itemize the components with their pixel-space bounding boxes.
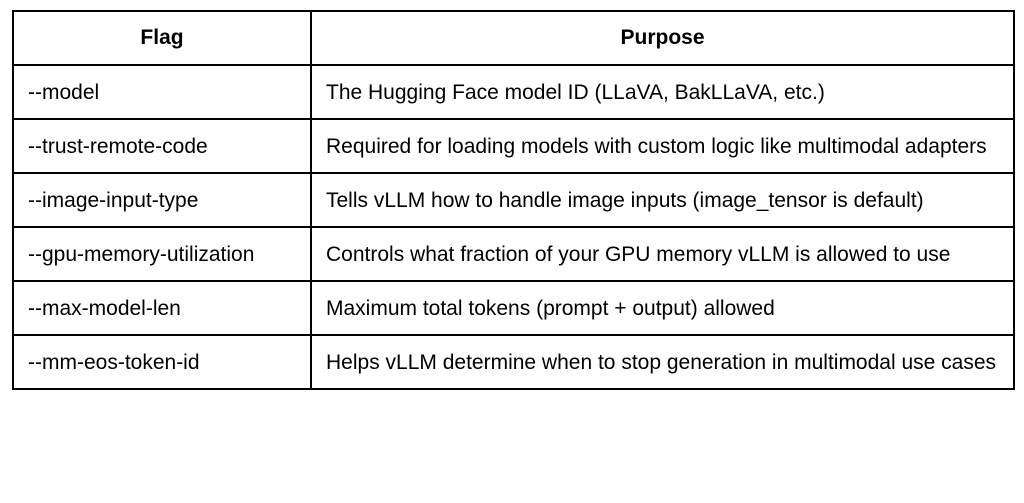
- table-row: --image-input-type Tells vLLM how to han…: [12, 172, 1015, 228]
- purpose-cell: Controls what fraction of your GPU memor…: [310, 226, 1015, 282]
- flag-cell: --model: [12, 64, 312, 120]
- table-row: --gpu-memory-utilization Controls what f…: [12, 226, 1015, 282]
- table-row: --trust-remote-code Required for loading…: [12, 118, 1015, 174]
- column-header-flag: Flag: [12, 10, 312, 66]
- flag-cell: --image-input-type: [12, 172, 312, 228]
- table-header: Flag Purpose: [12, 10, 1015, 66]
- table-row: --max-model-len Maximum total tokens (pr…: [12, 280, 1015, 336]
- purpose-cell: Maximum total tokens (prompt + output) a…: [310, 280, 1015, 336]
- flag-cell: --max-model-len: [12, 280, 312, 336]
- purpose-cell: Tells vLLM how to handle image inputs (i…: [310, 172, 1015, 228]
- column-header-purpose: Purpose: [310, 10, 1015, 66]
- vllm-flags-table: Flag Purpose --model The Hugging Face mo…: [12, 10, 1015, 390]
- header-row: Flag Purpose: [12, 10, 1015, 66]
- table-row: --mm-eos-token-id Helps vLLM determine w…: [12, 334, 1015, 390]
- purpose-cell: The Hugging Face model ID (LLaVA, BakLLa…: [310, 64, 1015, 120]
- table-body: --model The Hugging Face model ID (LLaVA…: [12, 64, 1015, 390]
- purpose-cell: Required for loading models with custom …: [310, 118, 1015, 174]
- flag-cell: --trust-remote-code: [12, 118, 312, 174]
- table-row: --model The Hugging Face model ID (LLaVA…: [12, 64, 1015, 120]
- purpose-cell: Helps vLLM determine when to stop genera…: [310, 334, 1015, 390]
- flag-cell: --gpu-memory-utilization: [12, 226, 312, 282]
- flag-cell: --mm-eos-token-id: [12, 334, 312, 390]
